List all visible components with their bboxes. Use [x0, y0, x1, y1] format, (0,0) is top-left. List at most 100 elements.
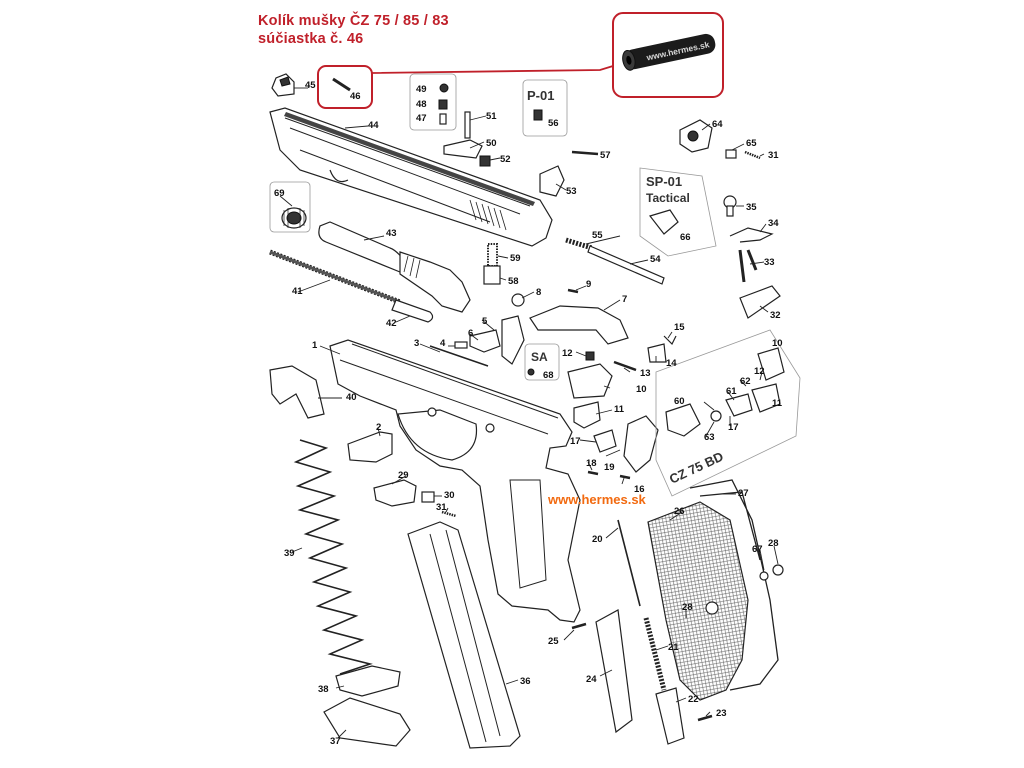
part-12-part [585, 351, 595, 361]
part-label-34: 34 [768, 218, 779, 229]
part-42-guide-rod [391, 299, 434, 323]
part-label-60: 60 [674, 396, 685, 407]
sp01-tactical-variant-box: SP-01 Tactical [639, 167, 717, 257]
part-label-67: 67 [752, 544, 763, 555]
part-label-14: 14 [666, 358, 677, 369]
leader-lines [279, 87, 779, 739]
part-30-part [421, 491, 435, 503]
part-65-part [725, 149, 737, 159]
part-label-62: 62 [740, 376, 751, 387]
part-label-56: 56 [548, 118, 559, 129]
part-37-baseplate [323, 697, 411, 747]
part-7-part [529, 305, 629, 345]
part-label-17-left: 17 [570, 436, 581, 447]
part-54-rod [587, 245, 665, 285]
part-41-recoil-spring [269, 249, 401, 305]
part-label-3: 3 [414, 338, 419, 349]
part-label-59: 59 [510, 253, 521, 264]
part-50-part [443, 139, 483, 159]
part-53-part [539, 165, 565, 197]
part-label-29: 29 [398, 470, 409, 481]
part-label-38: 38 [318, 684, 329, 695]
part-label-4: 4 [440, 338, 446, 349]
part-33-lever [738, 249, 758, 283]
part-20-rod [617, 519, 641, 607]
part-34-spring [729, 227, 774, 243]
part-1-frame [329, 339, 581, 623]
part-label-57: 57 [600, 150, 611, 161]
part-label-25: 25 [548, 636, 559, 647]
part-label-52: 52 [500, 154, 511, 165]
part-label-28-right: 28 [768, 538, 779, 549]
part-59-spring [487, 243, 498, 267]
part-label-23: 23 [716, 708, 727, 719]
part-label-31-lower: 31 [436, 502, 447, 513]
part-9-pin [567, 288, 579, 294]
part-number-labels: 45 46 44 49 48 47 51 50 52 56 53 57 64 6… [274, 80, 783, 747]
part-11-part [573, 401, 601, 429]
part-label-47: 47 [416, 113, 427, 124]
highlight-callout: www.hermes.sk [317, 12, 724, 109]
part-label-28-left: 28 [682, 602, 693, 613]
part-label-48: 48 [416, 99, 427, 110]
part-label-10-left: 10 [636, 384, 647, 395]
part-19-part [623, 415, 659, 473]
part-58-part [483, 265, 501, 285]
part-label-51: 51 [486, 111, 497, 122]
part-label-1: 1 [312, 340, 318, 351]
part-label-22: 22 [688, 694, 699, 705]
part-label-58: 58 [508, 276, 519, 287]
part-15-spring [663, 335, 677, 346]
part-label-30: 30 [444, 490, 455, 501]
part-label-9: 9 [586, 279, 591, 290]
part-label-55: 55 [592, 230, 603, 241]
part-label-35: 35 [746, 202, 757, 213]
part-label-49: 49 [416, 84, 427, 95]
part-label-11-left: 11 [614, 404, 625, 415]
part-35-screw [723, 195, 737, 217]
part-36-magazine [407, 521, 521, 749]
part-label-43: 43 [386, 228, 397, 239]
part-label-61: 61 [726, 386, 737, 397]
part-label-15: 15 [674, 322, 685, 333]
part-25-pin [571, 622, 587, 630]
part-label-32: 32 [770, 310, 781, 321]
part-46-pin [332, 77, 351, 92]
part-label-63: 63 [704, 432, 715, 443]
cz75bd-variant-box: CZ 75 BD [655, 329, 801, 497]
part-51-pin [464, 111, 471, 139]
part-28-screw-right [772, 564, 784, 576]
part-label-21: 21 [668, 642, 679, 653]
part-21-spring [643, 617, 667, 691]
page-subtitle: súčiastka č. 46 [258, 31, 364, 47]
part-label-19: 19 [604, 462, 615, 473]
part-label-16: 16 [634, 484, 645, 495]
part-13-pin [613, 360, 637, 372]
part-label-27: 27 [738, 488, 749, 499]
part-39-magazine-spring [293, 439, 373, 675]
part-14-part [647, 343, 667, 363]
part-24-part [595, 609, 633, 734]
part-label-45: 45 [305, 80, 316, 91]
part-16-pin [619, 474, 631, 480]
part-label-68: 68 [543, 370, 554, 381]
part-label-42: 42 [386, 318, 397, 329]
part-label-24: 24 [586, 674, 597, 685]
part-44-slide [269, 107, 553, 247]
callout-connector-line [371, 65, 614, 74]
part-label-10-right: 10 [772, 338, 783, 349]
sa-variant-box: SA [524, 343, 560, 381]
part-label-36: 36 [520, 676, 531, 687]
p01-variant-box: P-01 [522, 79, 568, 137]
part-69-barrel-bushing [269, 181, 311, 233]
part-label-12-right: 12 [754, 366, 765, 377]
part-label-20: 20 [592, 534, 603, 545]
part-label-2: 2 [376, 422, 381, 433]
part-label-53: 53 [566, 186, 577, 197]
svg-text:P-01: P-01 [527, 88, 554, 103]
part-label-66: 66 [680, 232, 691, 243]
part-label-11-right: 11 [772, 398, 783, 409]
part-31-spring-upper [744, 150, 761, 160]
pin-photo: www.hermes.sk [622, 33, 716, 71]
